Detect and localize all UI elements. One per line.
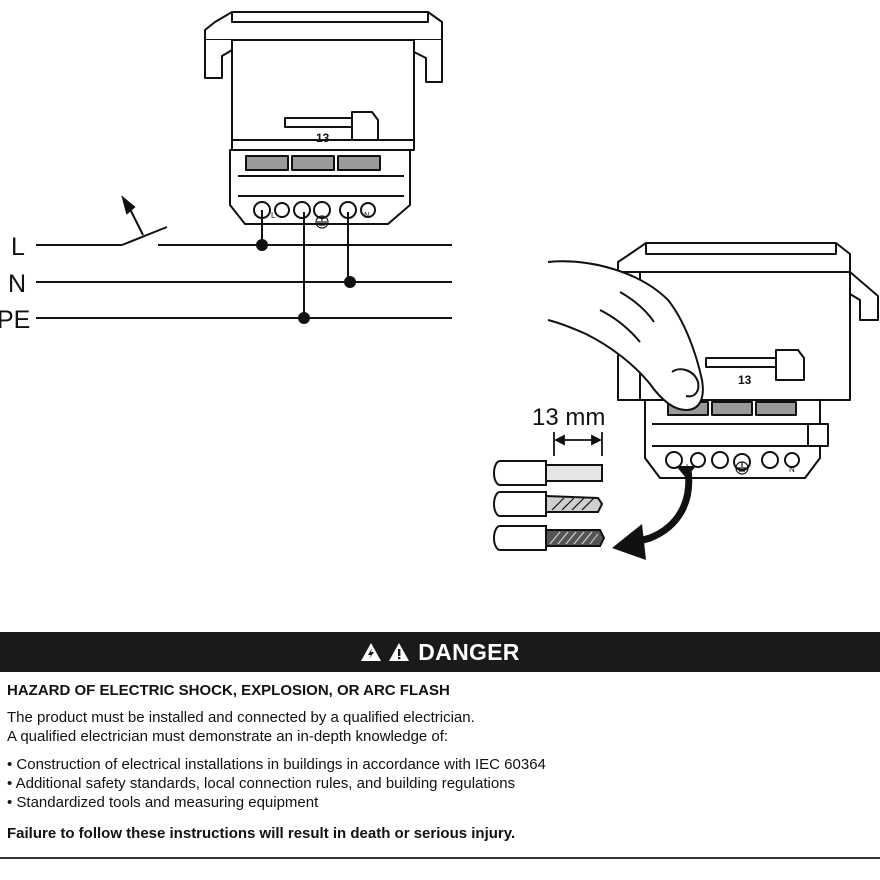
wiring-lines — [36, 195, 452, 319]
finger-hand-illustration — [547, 260, 704, 411]
requirements-list: • Construction of electrical installatio… — [7, 755, 873, 812]
general-warning-icon — [389, 643, 410, 661]
wiring-diagram: 13 L N L N PE — [0, 11, 879, 560]
wire-label-n: N — [8, 270, 26, 298]
wire-stranded — [493, 491, 604, 517]
intro-line-2: A qualified electrician must demonstrate… — [7, 728, 449, 745]
ground-symbol-right — [735, 461, 749, 475]
list-item: • Additional safety standards, local con… — [7, 775, 516, 792]
hazard-title: HAZARD OF ELECTRIC SHOCK, EXPLOSION, OR … — [7, 682, 450, 699]
intro-line-1: The product must be installed and connec… — [7, 709, 475, 726]
danger-consequence: Failure to follow these instructions wil… — [7, 825, 516, 842]
ground-symbol-left — [315, 215, 329, 229]
list-item: • Standardized tools and measuring equip… — [7, 794, 319, 811]
terminal-letter-n-left: N — [364, 211, 370, 220]
danger-title: DANGER — [418, 638, 520, 665]
module-number-left: 13 — [316, 131, 330, 145]
terminal-letter-n-right: N — [789, 465, 795, 474]
terminal-letter-l-left: L — [271, 211, 276, 220]
wire-label-pe: PE — [0, 306, 30, 334]
list-item: • Construction of electrical installatio… — [7, 756, 546, 773]
strip-length-dimension — [553, 432, 603, 456]
wire-solid — [493, 460, 603, 486]
danger-notice: DANGER HAZARD OF ELECTRIC SHOCK, EXPLOSI… — [0, 632, 880, 859]
danger-body: HAZARD OF ELECTRIC SHOCK, EXPLOSION, OR … — [0, 672, 880, 843]
insertion-arrow — [612, 466, 696, 560]
wire-label-l: L — [11, 233, 25, 261]
strip-length-label: 13 mm — [532, 404, 605, 431]
electric-shock-warning-icon — [361, 643, 382, 661]
danger-banner: DANGER — [0, 632, 880, 672]
module-left — [204, 11, 443, 225]
wire-fine-stranded — [493, 525, 606, 551]
junction-dots — [256, 239, 356, 324]
module-number-right: 13 — [738, 373, 752, 387]
